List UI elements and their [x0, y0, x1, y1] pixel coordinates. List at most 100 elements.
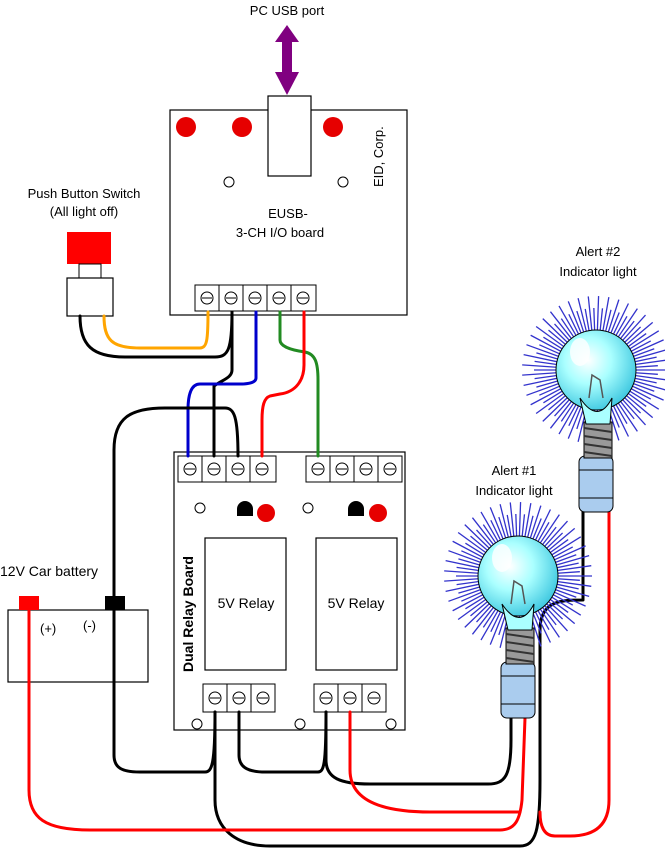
wire-orange	[102, 310, 210, 350]
glow-ray	[621, 391, 654, 419]
glow-ray	[549, 396, 576, 429]
wire-black	[112, 406, 240, 598]
glow-ray	[558, 399, 580, 435]
glow-ray	[542, 318, 572, 347]
glow-ray	[546, 536, 582, 559]
wire-black	[78, 310, 234, 359]
pc-usb-label: PC USB port	[250, 3, 325, 18]
glow-ray	[546, 593, 582, 616]
alert1-bulb	[477, 535, 559, 719]
glow-ray	[522, 371, 563, 376]
push-button-switch	[66, 232, 114, 317]
glow-ray	[618, 314, 646, 346]
glow-ray	[540, 520, 568, 552]
io-board-label-2: 3-CH I/O board	[236, 225, 324, 240]
car-battery-label: 12V Car battery	[0, 563, 98, 579]
glow-ray	[444, 570, 485, 575]
glow-ray	[480, 605, 502, 641]
glow-ray	[548, 589, 586, 607]
glow-ray	[621, 321, 654, 349]
car-battery: (+) (-)	[7, 596, 149, 683]
glow-ray	[532, 509, 552, 546]
glow-ray	[601, 297, 610, 337]
glow-ray	[452, 591, 489, 612]
glow-ray	[471, 602, 498, 635]
glow-ray	[523, 353, 563, 364]
relay-led-red	[257, 504, 275, 522]
mount-hole	[223, 176, 235, 188]
glow-ray	[605, 299, 620, 338]
glow-ray	[629, 359, 665, 366]
glow-ray	[543, 597, 576, 625]
io-board: EUSB- 3-CH I/O board EID, Corp.	[169, 95, 408, 316]
relay-led-black	[237, 501, 253, 516]
glow-ray	[628, 349, 665, 362]
alert1-label-1: Alert #1	[492, 463, 537, 478]
glow-ray	[626, 339, 664, 357]
glow-ray	[448, 587, 487, 602]
push-button-label-1: Push Button Switch	[28, 186, 141, 201]
glow-ray	[445, 582, 485, 593]
wire-red	[348, 710, 522, 814]
glow-ray	[499, 504, 511, 544]
battery-positive-terminal	[19, 596, 39, 610]
alert2-label-2: Indicator light	[559, 264, 637, 279]
glow-ray	[550, 584, 590, 598]
led-3	[323, 117, 343, 137]
dual-relay-board: 5V Relay 5V Relay Dual Relay Board	[173, 451, 406, 731]
glow-ray	[457, 595, 491, 621]
relay-led-red	[369, 504, 387, 522]
glow-ray	[457, 531, 491, 557]
glow-ray	[452, 540, 489, 561]
relay-top-screws	[183, 462, 397, 476]
glow-ray	[464, 524, 494, 553]
glow-ray	[567, 401, 584, 439]
glow-ray	[530, 385, 567, 406]
wire-black	[324, 710, 513, 786]
alert1-label-2: Indicator light	[475, 483, 553, 498]
glow-ray	[618, 394, 646, 426]
relay-1	[204, 537, 287, 671]
alert2-bulb	[555, 329, 637, 513]
io-board-label-1: EUSB-	[268, 206, 308, 221]
glow-ray	[518, 502, 522, 543]
relay-bottom-screws	[208, 691, 381, 705]
glow-ray	[626, 383, 664, 401]
glow-ray	[629, 374, 665, 381]
glow-ray	[624, 330, 660, 353]
wire-red	[538, 510, 611, 838]
glow-ray	[577, 298, 589, 338]
glow-ray	[527, 505, 542, 544]
glow-ray	[614, 308, 638, 343]
glow-ray	[471, 517, 498, 550]
glow-ray	[536, 514, 560, 549]
glow-ray	[551, 565, 592, 572]
alert2-label-1: Alert #2	[576, 244, 621, 259]
glow-ray	[628, 378, 665, 391]
glow-ray	[551, 580, 592, 587]
glow-ray	[550, 554, 590, 568]
glow-ray	[542, 393, 572, 422]
glow-ray	[624, 387, 660, 410]
glow-ray	[509, 502, 516, 543]
glow-ray	[480, 511, 502, 547]
glow-ray	[445, 559, 485, 570]
glow-ray	[596, 296, 600, 337]
glow-ray	[526, 381, 565, 396]
glow-ray	[526, 344, 565, 359]
dual-relay-board-label: Dual Relay Board	[180, 556, 196, 672]
usb-arrow	[275, 25, 299, 95]
glow-ray	[448, 550, 487, 565]
relay-1-label: 5V Relay	[218, 595, 275, 611]
glow-ray	[558, 305, 580, 341]
glow-ray	[610, 303, 630, 340]
glow-ray	[530, 334, 567, 355]
glow-ray	[522, 364, 563, 369]
led-1	[176, 117, 196, 137]
glow-ray	[549, 311, 576, 344]
wire-blue	[186, 310, 258, 458]
glow-ray	[444, 577, 485, 582]
glow-ray	[489, 507, 506, 545]
glow-ray	[587, 296, 594, 337]
glow-ray	[610, 400, 630, 437]
